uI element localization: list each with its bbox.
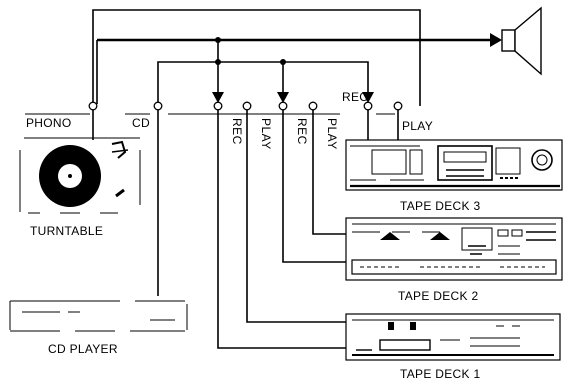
jack-rec2[interactable] (278, 101, 288, 111)
label-cd-player: CD PLAYER (48, 342, 118, 356)
turntable-icon (19, 137, 141, 214)
jack-rec3[interactable] (363, 101, 373, 111)
jack-play2[interactable] (308, 101, 318, 111)
arrow-rec3 (362, 92, 374, 103)
label-play1: PLAY (259, 118, 273, 150)
label-cd: CD (132, 116, 150, 130)
wire-play2-down (312, 110, 346, 235)
label-tape-deck-2: TAPE DECK 2 (398, 289, 478, 303)
label-rec3: REC (342, 90, 368, 104)
cd-player-icon (9, 300, 188, 332)
jack-cd[interactable] (153, 101, 163, 111)
jack-phono[interactable] (88, 101, 98, 111)
junction-dot (215, 59, 221, 65)
tape-deck-2-icon (345, 217, 563, 281)
jack-play1[interactable] (242, 101, 252, 111)
arrow-speaker (490, 33, 502, 47)
jack-play3[interactable] (393, 101, 403, 111)
label-rec1: REC (230, 118, 244, 145)
tape-deck-3-icon (345, 139, 563, 191)
junction-dot (280, 59, 286, 65)
label-rec2: REC (295, 118, 309, 145)
wire-cd-bus (157, 61, 369, 106)
label-play2: PLAY (325, 118, 339, 150)
label-phono: PHONO (26, 116, 72, 130)
speaker-icon (501, 6, 542, 76)
arrow-rec1 (212, 92, 224, 103)
jack-row (88, 101, 403, 111)
tape-deck-1-icon (345, 313, 561, 361)
arrow-rec2 (277, 92, 289, 103)
label-tape-deck-3: TAPE DECK 3 (400, 199, 480, 213)
jack-rec1[interactable] (213, 101, 223, 111)
label-turntable: TURNTABLE (30, 224, 103, 238)
wire-rec1-down (217, 110, 346, 349)
wire-play1-down (246, 110, 346, 323)
wiring (92, 9, 502, 349)
wire-outer-loop (92, 9, 421, 106)
junction-dot (215, 37, 221, 43)
label-tape-deck-1: TAPE DECK 1 (400, 367, 480, 381)
wire-rec2-down (282, 110, 346, 263)
label-play3: PLAY (402, 119, 433, 133)
